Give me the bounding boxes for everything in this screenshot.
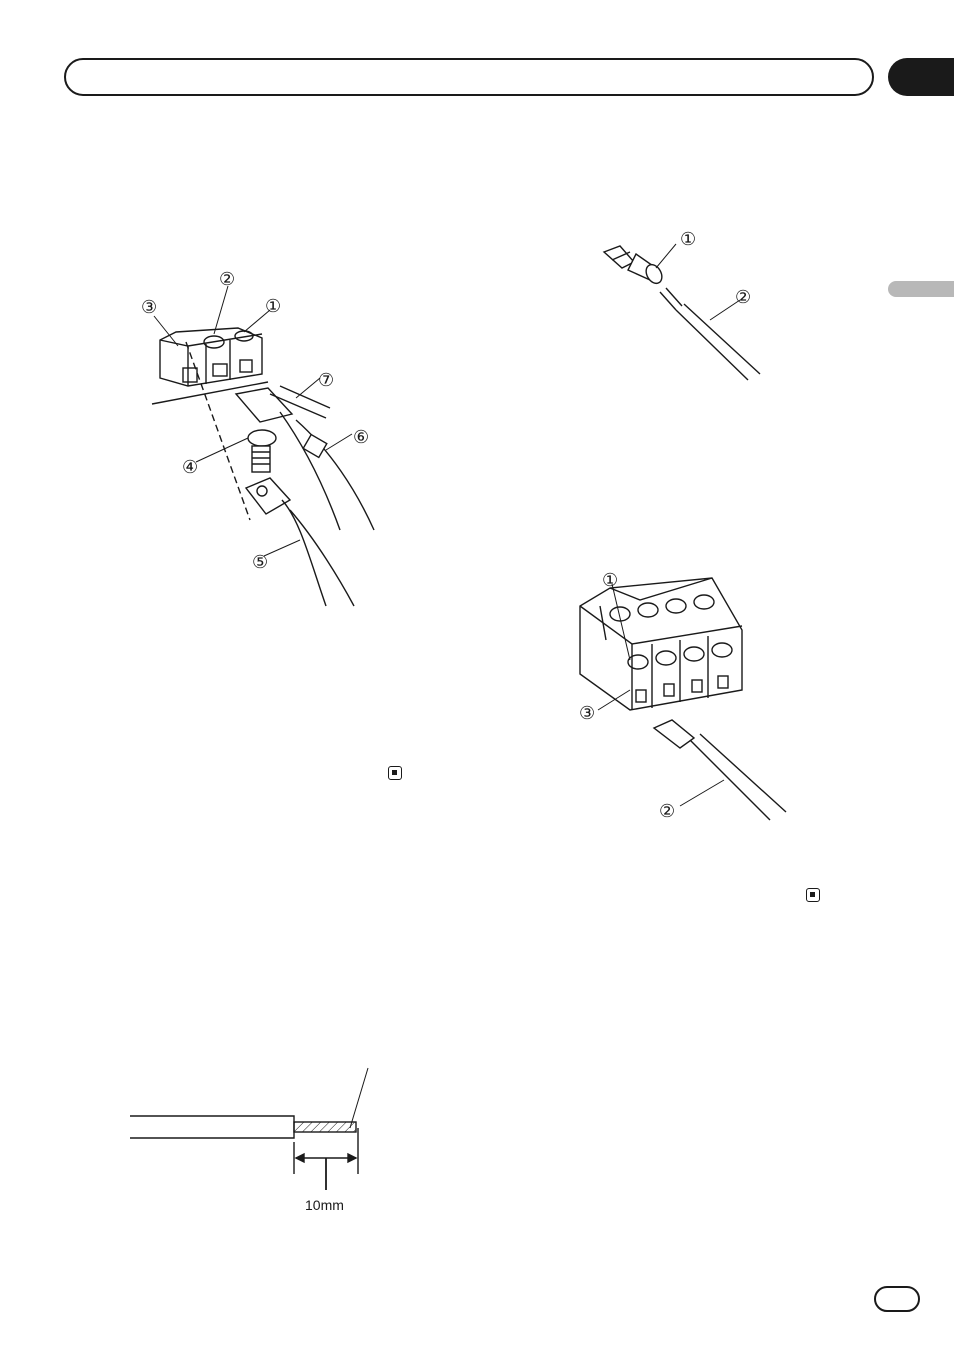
stripped-conductor	[294, 1122, 356, 1132]
dimension-label: 10mm	[305, 1197, 344, 1213]
leader-line	[350, 1068, 368, 1128]
wire-insulation	[130, 1116, 294, 1138]
dimension-arrow	[296, 1154, 356, 1190]
